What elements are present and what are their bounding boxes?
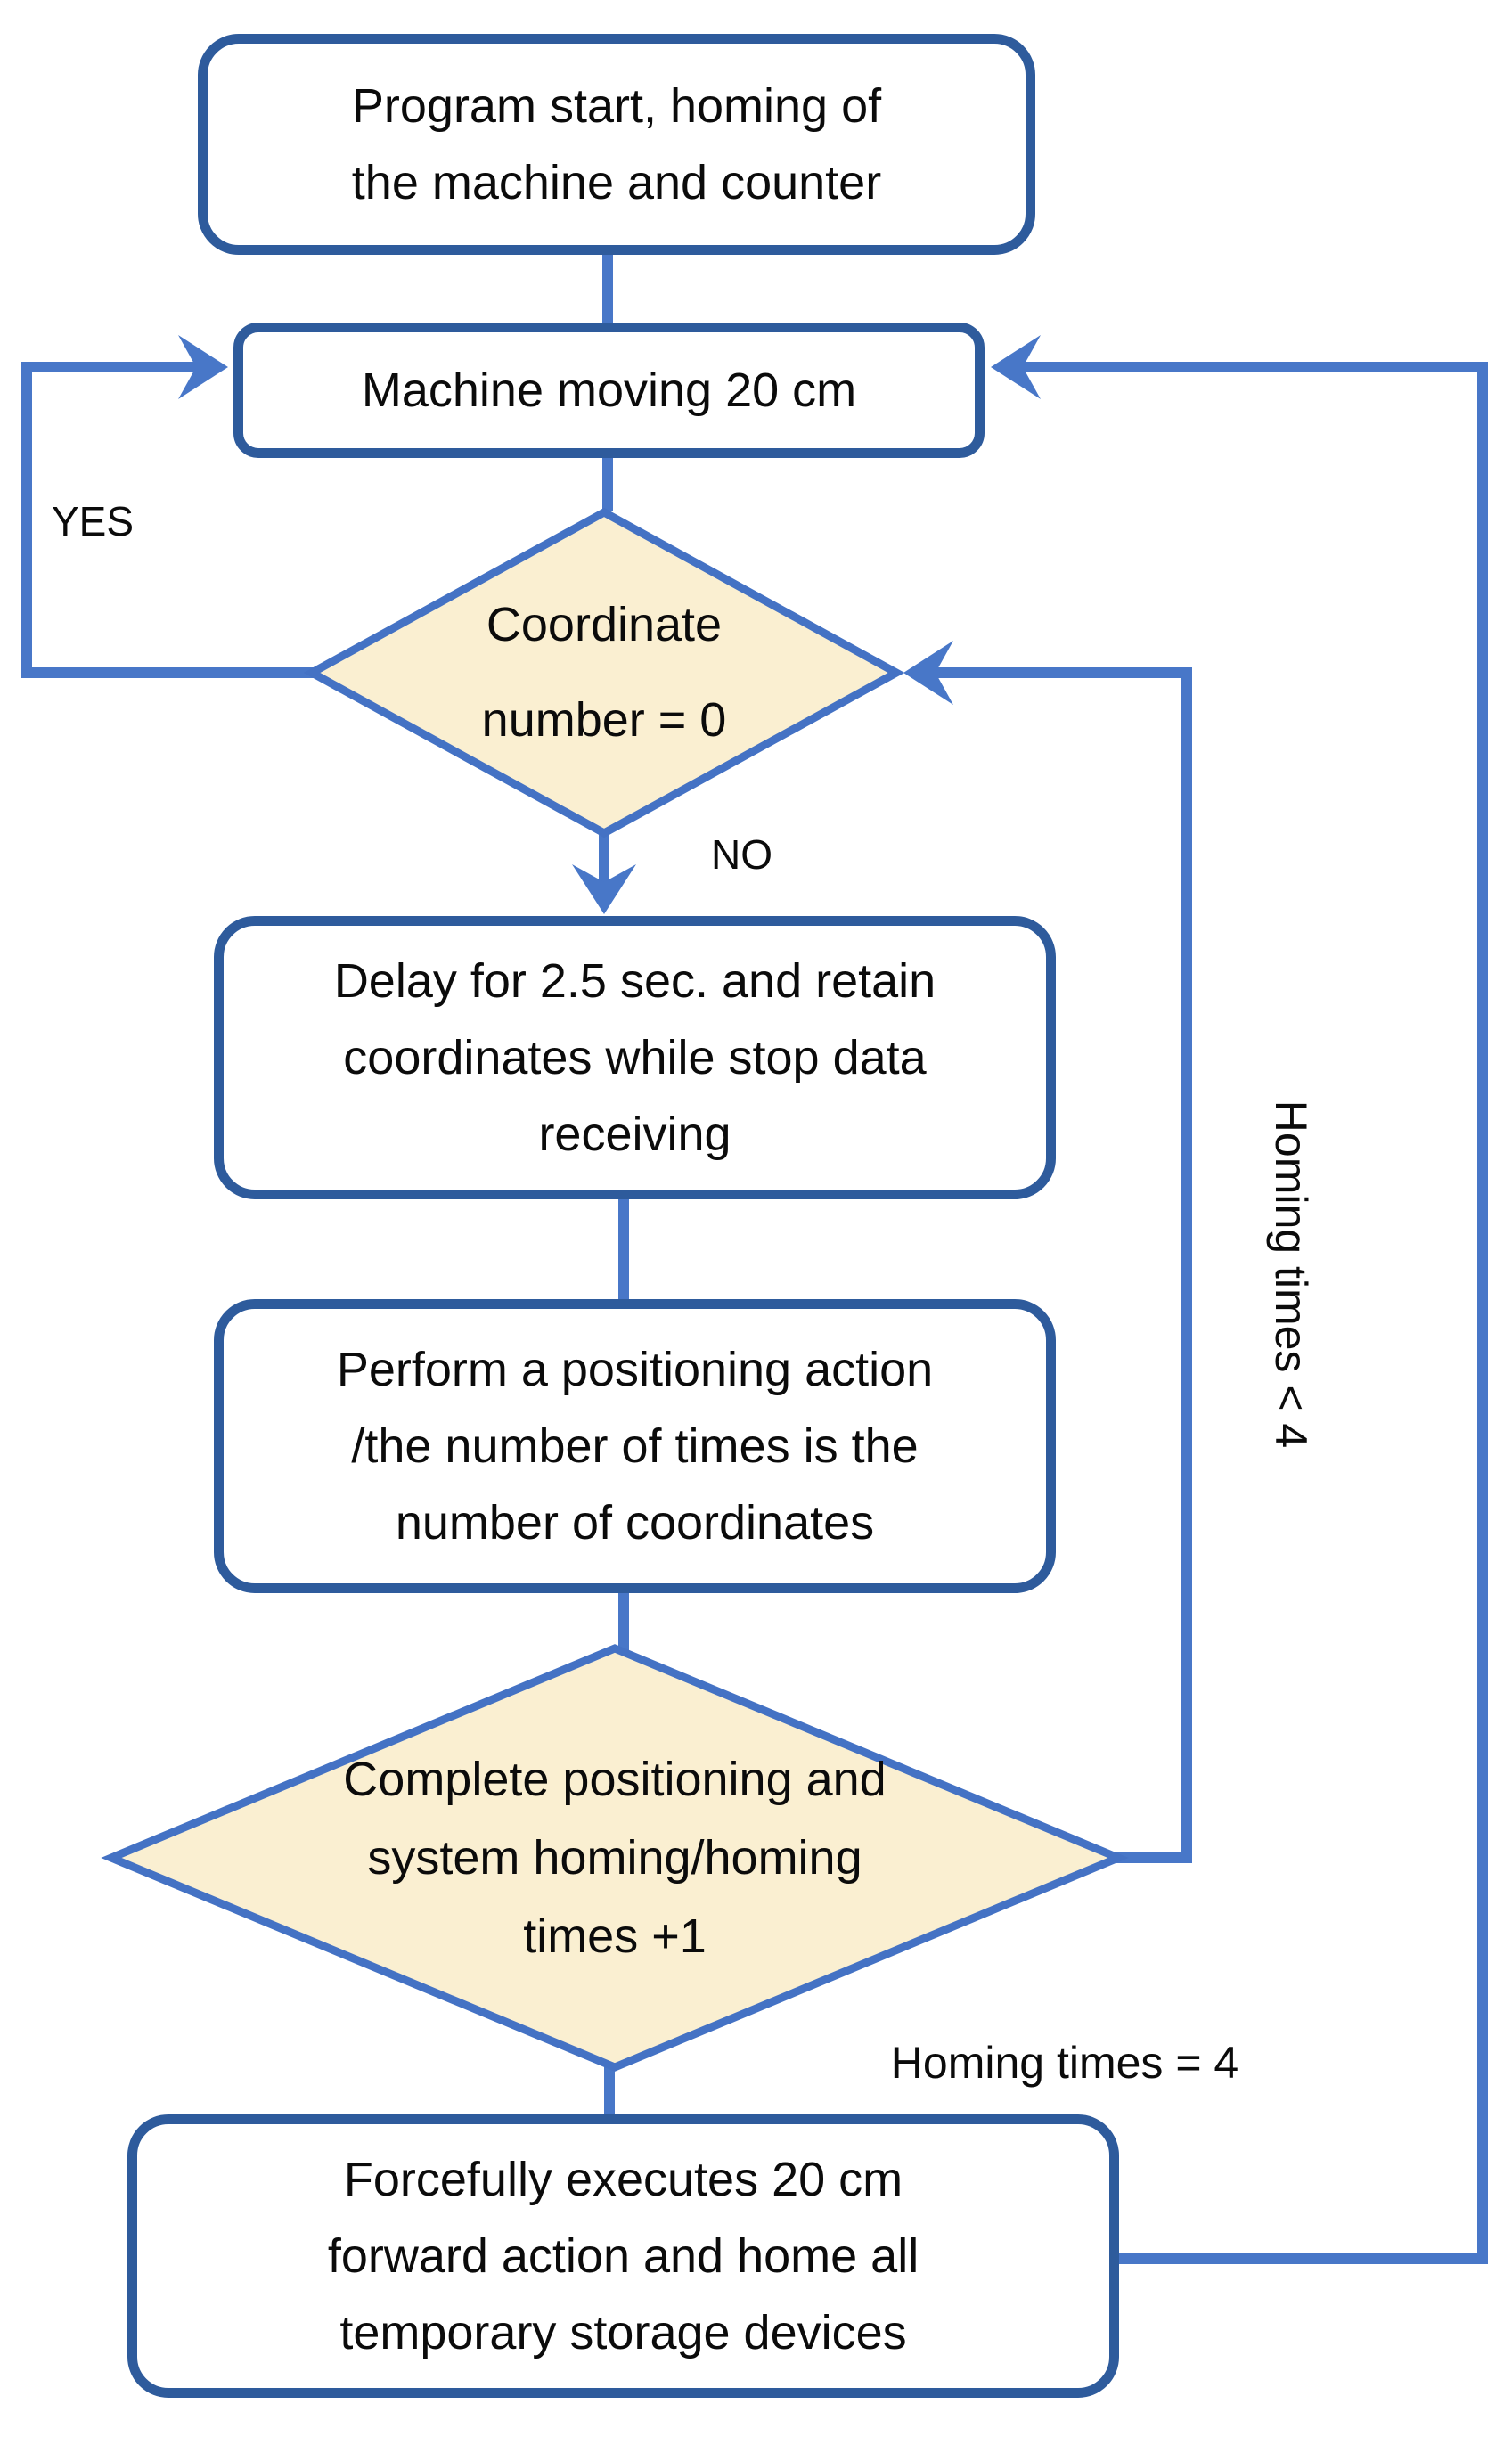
node-text-line: /the number of times is the [351,1419,919,1473]
node-text-line: Forcefully executes 20 cm [343,2153,903,2206]
node-text-line: forward action and home all [327,2229,919,2283]
coordinate-check-diamond-shape [303,507,905,838]
complete-check-diamond-shape [101,1644,1129,2072]
edge-label-no: NO [711,831,772,878]
node-text-line: times +1 [523,1909,707,1963]
node-text-line: system homing/homing [367,1831,862,1885]
node-text-line: receiving [538,1108,731,1161]
edge-label-homing-eq4: Homing times = 4 [890,2038,1239,2088]
edge-yes-loop [21,362,317,678]
process-node-start: Program start, homing of the machine and… [198,34,1035,255]
node-text-line: Coordinate [486,598,723,651]
node-text-line: temporary storage devices [339,2306,907,2359]
arrowhead-into-coord-diamond-icon [903,641,953,705]
node-text-line: number of coordinates [395,1496,875,1550]
edge-label-homing-lt4: Homing times < 4 [1266,1100,1316,1449]
arrowhead-into-move-right-icon [991,335,1041,399]
process-node-positioning: Perform a positioning action /the number… [214,1299,1056,1593]
node-text-line: Program start, homing of [351,79,882,133]
process-node-delay: Delay for 2.5 sec. and retain coordinate… [214,916,1056,1199]
edge-homing-lt4-loop [934,667,1192,1863]
process-node-move: Machine moving 20 cm [233,323,985,458]
node-text-line: Machine moving 20 cm [361,364,857,417]
node-text-line: coordinates while stop data [343,1031,927,1084]
node-text-line: number = 0 [481,693,727,747]
node-text-line: Complete positioning and [343,1753,887,1806]
decision-node-complete-check: Complete positioning and system homing/h… [169,1740,1060,1975]
process-node-force-home: Forcefully executes 20 cm forward action… [127,2114,1119,2398]
node-text-line: Perform a positioning action [336,1343,934,1396]
decision-node-coordinate-check: Coordinate number = 0 [310,577,898,768]
node-text-line: the machine and counter [351,156,882,209]
edge-restart-loop [1021,362,1488,2264]
edge-label-yes: YES [52,498,135,544]
arrowhead-no-down-icon [572,864,636,914]
arrowhead-into-move-left-icon [178,335,228,399]
node-text-line: Delay for 2.5 sec. and retain [333,954,936,1008]
